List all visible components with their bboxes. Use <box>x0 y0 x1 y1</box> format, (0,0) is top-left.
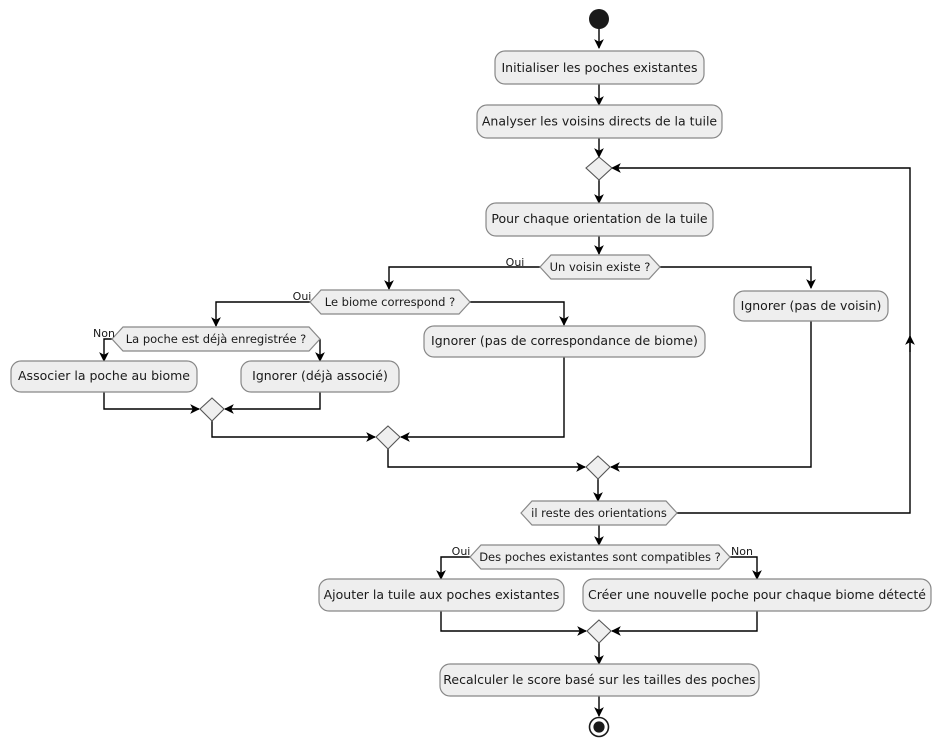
activity-analyse-label: Analyser les voisins directs de la tuile <box>482 114 718 129</box>
activity-analyse-neighbors[interactable]: Analyser les voisins directs de la tuile <box>476 104 723 139</box>
decision-already-registered-label: La poche est déjà enregistrée ? <box>126 332 307 346</box>
decision-pockets-compatible-label: Des poches existantes sont compatibles ? <box>479 550 721 564</box>
activity-init-label: Initialiser les poches existantes <box>501 60 697 75</box>
edge-pockets-yes-to-add-tile <box>436 556 470 580</box>
edge-merge-b-to-merge-c <box>387 449 586 472</box>
activity-ignore-no-neighbor-label: Ignorer (pas de voisin) <box>741 298 882 313</box>
guard-neighbor-exists-yes: Oui <box>506 256 525 269</box>
guard-already-registered-no: Non <box>93 327 115 340</box>
edge-ignore-no-neighbor-to-merge-c <box>610 320 812 472</box>
merge-node-top <box>585 156 613 181</box>
activity-associate-pocket[interactable]: Associer la poche au biome <box>10 360 198 393</box>
activity-for-each-label: Pour chaque orientation de la tuile <box>491 211 708 226</box>
activity-ignore-no-biome-match[interactable]: Ignorer (pas de correspondance de biome) <box>423 325 706 358</box>
decision-neighbor-exists[interactable]: Un voisin existe ? <box>539 254 661 280</box>
start-node <box>589 9 609 29</box>
merge-node-c <box>585 455 611 480</box>
activity-init[interactable]: Initialiser les poches existantes <box>494 50 705 85</box>
edge-neighbor-no-to-ignore-no-neighbor <box>660 266 816 289</box>
edge-pockets-no-to-create-pocket <box>730 556 762 580</box>
end-node <box>588 716 610 738</box>
edges-layer <box>99 28 915 717</box>
decision-already-registered[interactable]: La poche est déjà enregistrée ? <box>111 326 321 352</box>
activity-associate-label: Associer la poche au biome <box>18 368 190 383</box>
merge-node-d <box>586 619 612 644</box>
edge-associate-to-merge-a <box>103 391 200 414</box>
merge-node-a <box>199 397 225 422</box>
activity-create-pocket-label: Créer une nouvelle poche pour chaque bio… <box>588 587 926 602</box>
activity-add-tile-label: Ajouter la tuile aux poches existantes <box>324 587 560 602</box>
edge-biome-no-to-ignore-no-match <box>470 301 569 326</box>
decision-remaining-orientations[interactable]: il reste des orientations <box>520 500 678 526</box>
guard-biome-match-yes: Oui <box>293 290 312 303</box>
decision-neighbor-exists-label: Un voisin existe ? <box>550 260 651 274</box>
decision-biome-match[interactable]: Le biome correspond ? <box>309 289 471 315</box>
activity-ignore-no-biome-match-label: Ignorer (pas de correspondance de biome) <box>431 333 698 348</box>
edge-registered-no-to-associate <box>99 338 112 362</box>
activity-create-pocket[interactable]: Créer une nouvelle poche pour chaque bio… <box>582 578 932 612</box>
decision-remaining-orientations-label: il reste des orientations <box>531 506 667 520</box>
edge-add-tile-to-merge-d <box>440 611 587 636</box>
activity-ignore-already-associated[interactable]: Ignorer (déjà associé) <box>240 360 400 393</box>
guard-pockets-compatible-no: Non <box>731 545 753 558</box>
edge-ignore-no-match-to-merge-b <box>400 357 565 442</box>
edge-biome-yes-to-registered-decision <box>211 301 310 327</box>
edge-neighbor-yes-to-biome-decision <box>384 266 540 290</box>
activity-add-tile[interactable]: Ajouter la tuile aux poches existantes <box>318 578 565 612</box>
guard-pockets-compatible-yes: Oui <box>452 545 471 558</box>
activity-ignore-already-label: Ignorer (déjà associé) <box>252 368 388 383</box>
edge-merge-a-to-merge-b <box>211 421 376 442</box>
activity-ignore-no-neighbor[interactable]: Ignorer (pas de voisin) <box>733 290 889 322</box>
decision-pockets-compatible[interactable]: Des poches existantes sont compatibles ? <box>469 544 731 570</box>
edge-ignore-already-to-merge-a <box>224 391 321 414</box>
decision-biome-match-label: Le biome correspond ? <box>325 295 456 309</box>
activity-recompute-score[interactable]: Recalculer le score basé sur les tailles… <box>439 663 760 697</box>
edge-create-pocket-to-merge-d <box>611 611 758 636</box>
merge-node-b <box>375 425 401 450</box>
activity-for-each-orientation[interactable]: Pour chaque orientation de la tuile <box>485 202 714 237</box>
activity-recompute-label: Recalculer le score basé sur les tailles… <box>443 672 755 687</box>
